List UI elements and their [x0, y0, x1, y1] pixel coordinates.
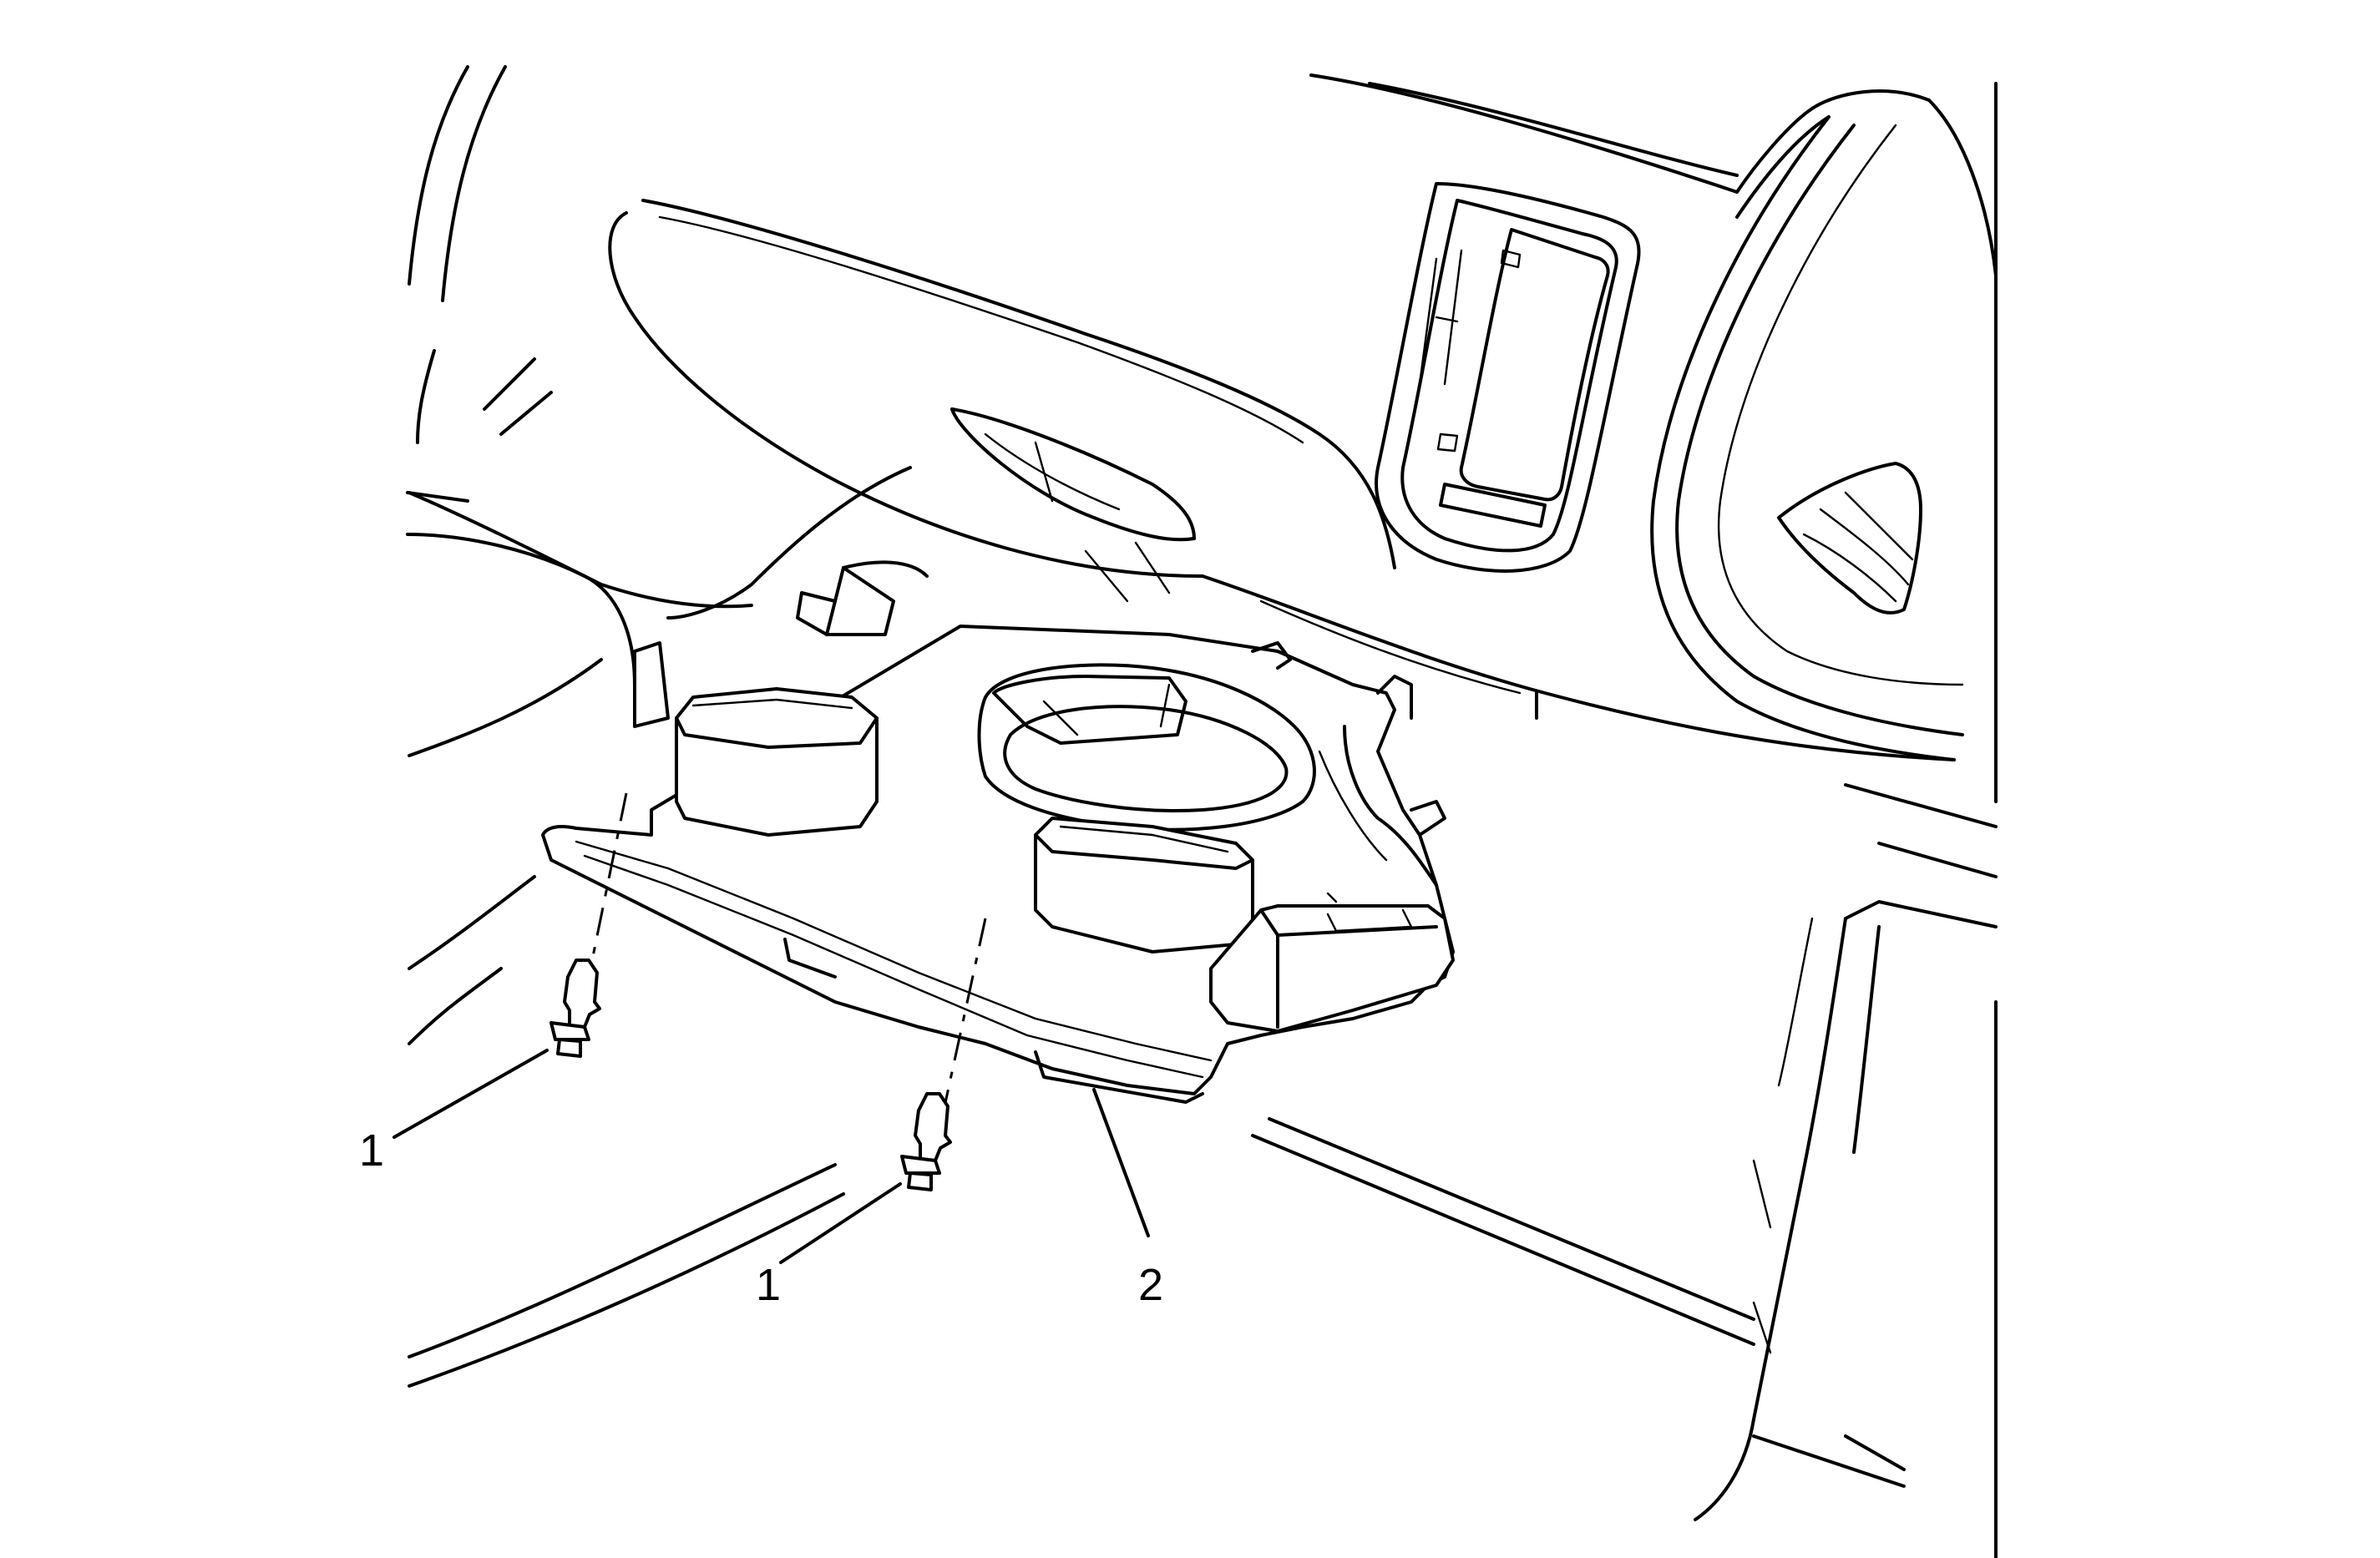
instrument-panel — [408, 199, 1956, 761]
mount-bracket — [633, 560, 929, 728]
callout-2: 2 — [1138, 1260, 1163, 1310]
callout-1-center: 1 — [756, 1260, 781, 1310]
callout-labels: 1 1 2 — [359, 1126, 1163, 1310]
front-clip-block — [1209, 904, 1455, 1033]
cup-holder — [977, 663, 1316, 832]
floor — [1251, 1117, 1772, 1354]
rear-slot — [675, 687, 879, 837]
right-door-panel — [1650, 82, 1998, 1558]
callout-1-left: 1 — [359, 1126, 384, 1176]
push-pin-fastener — [549, 959, 601, 1058]
left-door-opening — [406, 65, 845, 1388]
push-pin-fastener — [900, 1092, 952, 1191]
center-stack-display — [1309, 73, 1739, 573]
leader-lines — [392, 1049, 1150, 1264]
